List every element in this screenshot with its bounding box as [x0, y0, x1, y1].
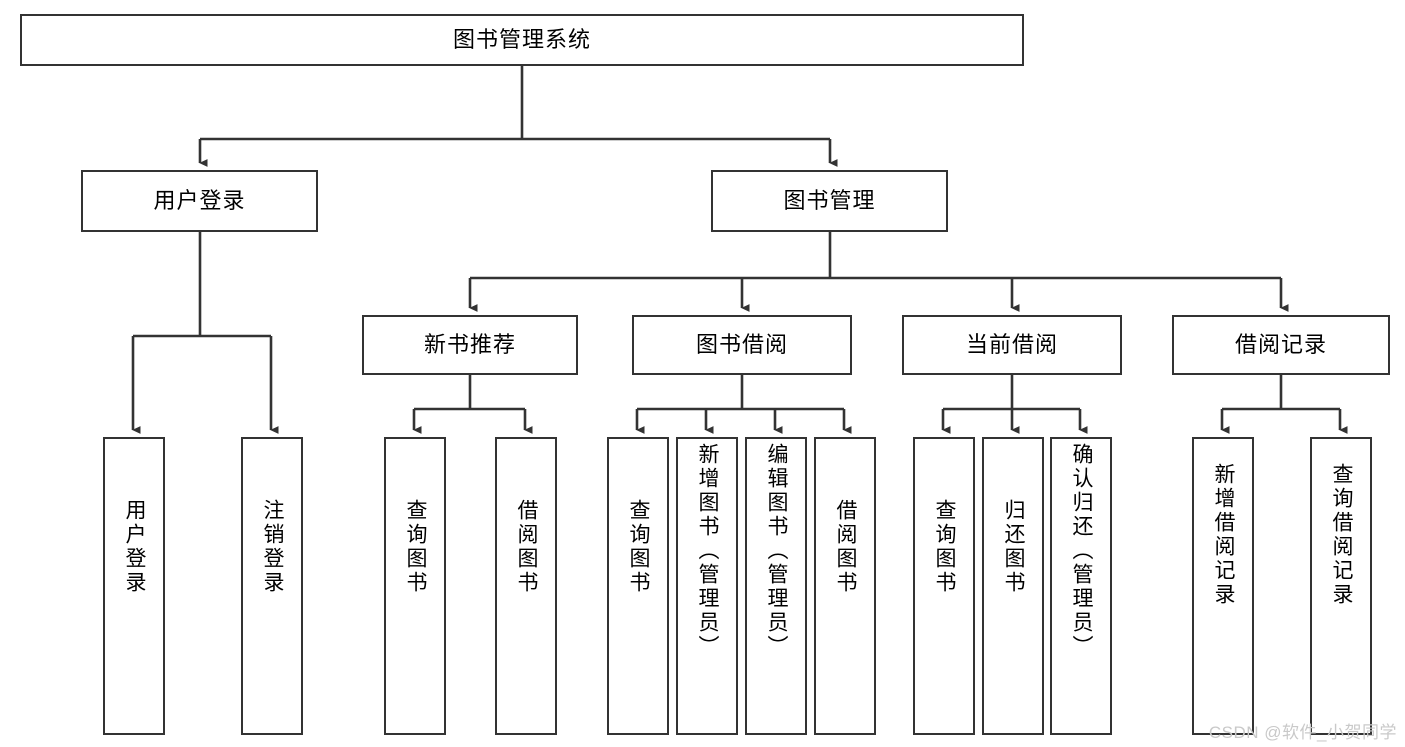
node-leaf-borrow-book-a[interactable]: 借阅图书 — [495, 437, 557, 735]
node-book-borrow[interactable]: 图书借阅 — [632, 315, 852, 375]
node-leaf-query-book-c-label: 查询图书 — [933, 499, 957, 595]
node-book-manage[interactable]: 图书管理 — [711, 170, 948, 232]
node-new-book-rec-label: 新书推荐 — [423, 332, 516, 358]
node-leaf-borrow-book-a-label: 借阅图书 — [515, 499, 539, 595]
node-leaf-query-book-b[interactable]: 查询图书 — [607, 437, 669, 735]
node-user-login[interactable]: 用户登录 — [81, 170, 318, 232]
node-leaf-query-book-a-label: 查询图书 — [404, 499, 428, 595]
node-leaf-query-book-c[interactable]: 查询图书 — [913, 437, 975, 735]
node-leaf-confirm-return-label: 确认归还（管理员） — [1070, 443, 1094, 659]
node-leaf-return-book[interactable]: 归还图书 — [982, 437, 1044, 735]
node-leaf-query-book-b-label: 查询图书 — [627, 499, 651, 595]
node-leaf-logout-label: 注销登录 — [261, 499, 285, 595]
node-leaf-add-book[interactable]: 新增图书（管理员） — [676, 437, 738, 735]
node-leaf-borrow-book-b-label: 借阅图书 — [834, 499, 858, 595]
node-root[interactable]: 图书管理系统 — [20, 14, 1024, 66]
node-new-book-rec[interactable]: 新书推荐 — [362, 315, 578, 375]
node-leaf-query-record-label: 查询借阅记录 — [1330, 463, 1354, 607]
node-leaf-add-book-label: 新增图书（管理员） — [696, 443, 720, 659]
node-leaf-add-record[interactable]: 新增借阅记录 — [1192, 437, 1254, 735]
node-leaf-logout[interactable]: 注销登录 — [241, 437, 303, 735]
node-leaf-user-login[interactable]: 用户登录 — [103, 437, 165, 735]
node-leaf-query-book-a[interactable]: 查询图书 — [384, 437, 446, 735]
node-root-label: 图书管理系统 — [452, 27, 591, 53]
node-book-manage-label: 图书管理 — [783, 188, 876, 214]
node-leaf-edit-book[interactable]: 编辑图书（管理员） — [745, 437, 807, 735]
node-leaf-query-record[interactable]: 查询借阅记录 — [1310, 437, 1372, 735]
node-current-borrow[interactable]: 当前借阅 — [902, 315, 1122, 375]
node-leaf-edit-book-label: 编辑图书（管理员） — [765, 443, 789, 659]
node-current-borrow-label: 当前借阅 — [965, 332, 1058, 358]
node-leaf-add-record-label: 新增借阅记录 — [1212, 463, 1236, 607]
node-leaf-user-login-label: 用户登录 — [123, 499, 147, 595]
node-leaf-borrow-book-b[interactable]: 借阅图书 — [814, 437, 876, 735]
node-leaf-confirm-return[interactable]: 确认归还（管理员） — [1050, 437, 1112, 735]
node-leaf-return-book-label: 归还图书 — [1002, 499, 1026, 595]
node-book-borrow-label: 图书借阅 — [695, 332, 788, 358]
node-borrow-record[interactable]: 借阅记录 — [1172, 315, 1390, 375]
node-borrow-record-label: 借阅记录 — [1234, 332, 1327, 358]
watermark: CSDN @软件_小贺同学 — [1208, 723, 1397, 742]
node-user-login-label: 用户登录 — [153, 188, 246, 214]
